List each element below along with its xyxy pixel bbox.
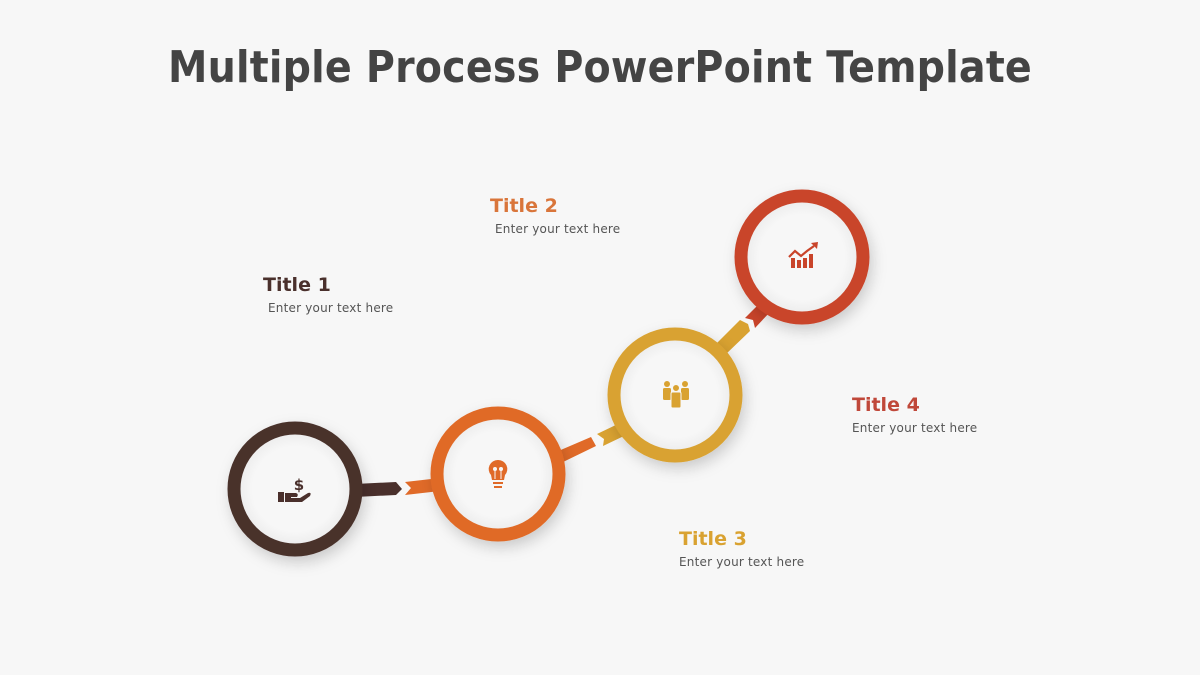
- step-3-text: Title 3 Enter your text here: [679, 528, 804, 569]
- team-icon: [663, 381, 689, 409]
- step-1-title: Title 1: [263, 274, 331, 296]
- step-2-title: Title 2: [490, 195, 558, 217]
- lightbulb-icon: [488, 459, 508, 488]
- step-1-desc: Enter your text here: [268, 301, 394, 315]
- step-3-title: Title 3: [679, 528, 747, 550]
- step-2-desc: Enter your text here: [495, 222, 621, 236]
- slide-title: Multiple Process PowerPoint Template: [168, 42, 1032, 93]
- step-4-desc: Enter your text here: [852, 421, 978, 435]
- step-1-text: Title 1 Enter your text here: [263, 274, 393, 315]
- svg-text:$: $: [294, 476, 304, 494]
- money-hand-icon: $: [278, 476, 311, 502]
- step-2-text: Title 2 Enter your text here: [490, 195, 620, 236]
- step-4-title: Title 4: [852, 394, 920, 416]
- step-1-circle: [227, 421, 363, 557]
- step-4-text: Title 4 Enter your text here: [852, 394, 977, 435]
- step-4-circle: [734, 189, 870, 325]
- connector-2-3: [556, 423, 626, 463]
- step-3-desc: Enter your text here: [679, 555, 805, 569]
- connector-1-2: [355, 478, 440, 497]
- growth-chart-icon: [788, 242, 818, 268]
